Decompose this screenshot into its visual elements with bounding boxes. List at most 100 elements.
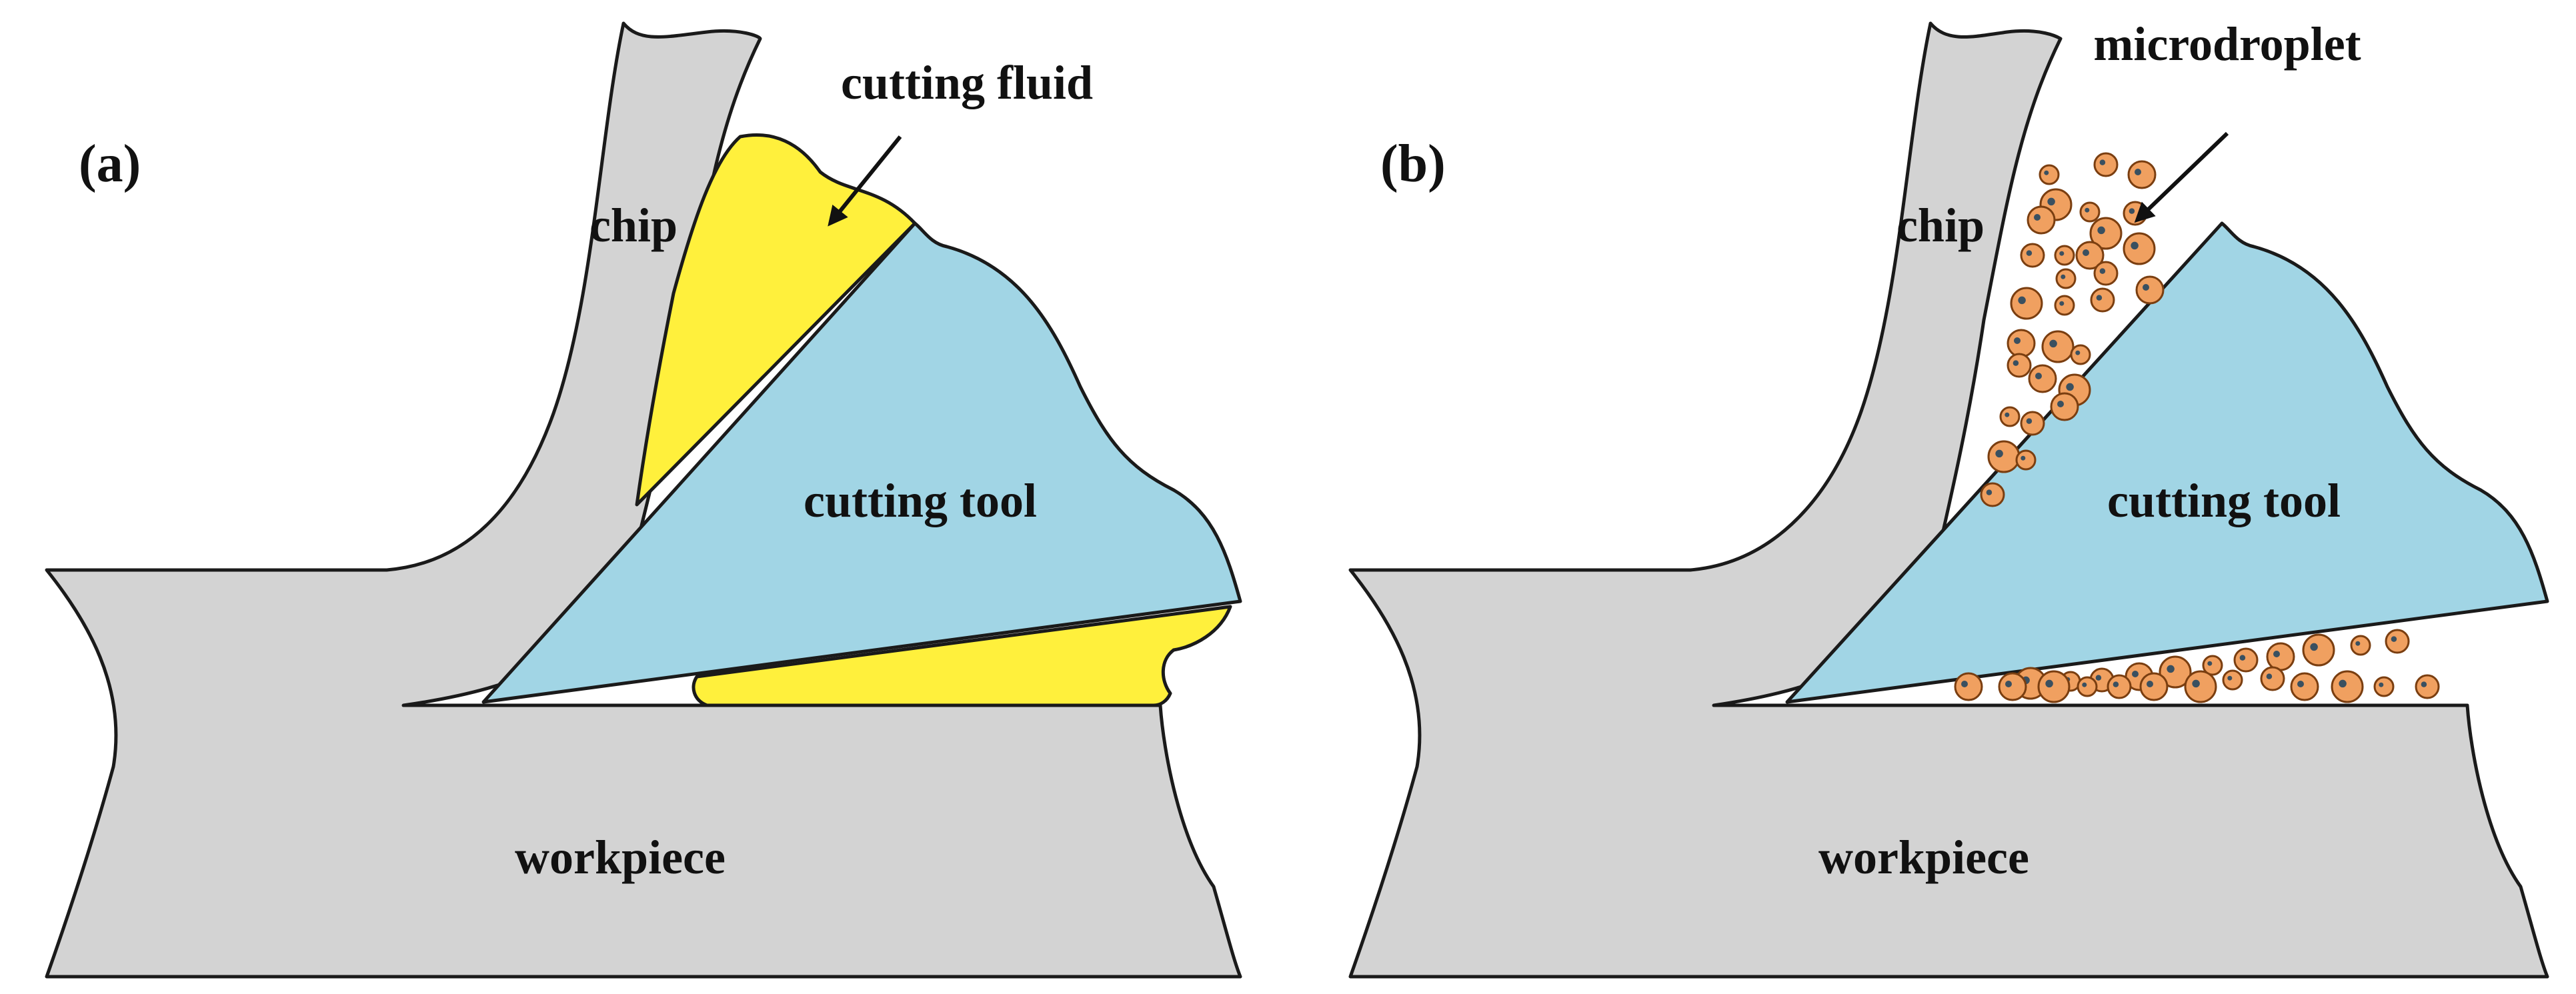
microdroplet bbox=[2037, 670, 2071, 703]
workpiece-and-chip-b bbox=[1348, 21, 2549, 979]
microdroplet bbox=[2093, 152, 2119, 177]
microdroplet-core bbox=[2135, 169, 2141, 175]
microdroplet-core bbox=[2099, 159, 2106, 165]
microdroplet bbox=[1954, 672, 1983, 701]
microdroplet-core bbox=[2143, 284, 2149, 291]
microdroplet-core bbox=[2021, 455, 2026, 461]
microdroplet-core bbox=[2035, 373, 2042, 379]
microdroplet-core bbox=[2421, 681, 2427, 687]
microdroplet bbox=[2007, 353, 2032, 378]
microdroplet-core bbox=[2239, 655, 2246, 661]
microdroplet-core bbox=[2075, 350, 2081, 355]
microdroplet-core bbox=[2096, 295, 2103, 301]
microdroplet bbox=[2415, 674, 2440, 699]
microdroplet bbox=[2123, 232, 2156, 265]
microdroplet-core bbox=[2082, 682, 2087, 687]
microdroplet-core bbox=[2310, 643, 2318, 651]
microdroplet-core bbox=[2085, 207, 2090, 213]
microdroplet bbox=[2184, 670, 2217, 703]
microdroplet bbox=[2070, 344, 2091, 365]
microdroplet-core bbox=[2049, 339, 2057, 348]
microdroplet bbox=[2331, 670, 2364, 703]
microdroplet-core bbox=[2047, 197, 2055, 206]
microdroplet bbox=[2028, 364, 2057, 393]
microdroplet bbox=[2007, 329, 2036, 358]
microdroplet bbox=[2050, 392, 2079, 421]
microdroplet bbox=[2089, 217, 2123, 250]
microdroplet bbox=[1999, 406, 2021, 427]
microdroplet bbox=[2260, 666, 2285, 691]
microdroplet-core bbox=[2099, 268, 2106, 274]
microdroplet-core bbox=[2018, 296, 2026, 305]
workpiece-label-a: workpiece bbox=[515, 831, 726, 884]
microdroplet-core bbox=[2167, 665, 2175, 673]
microdroplet bbox=[2027, 205, 2056, 235]
panel-a-conventional-cutting: (a) chip cutting tool workpiece cutting … bbox=[45, 21, 1242, 979]
microdroplet bbox=[2135, 275, 2165, 305]
microdroplet-core bbox=[2044, 170, 2049, 175]
microdroplet-core bbox=[1995, 449, 2003, 458]
microdroplet-core bbox=[2083, 249, 2089, 256]
microdroplet-core bbox=[2132, 671, 2139, 677]
chip-label-b: chip bbox=[1896, 199, 1985, 252]
cutting-tool-a bbox=[481, 221, 1242, 704]
microdroplet-core bbox=[2129, 208, 2135, 214]
microdroplet bbox=[2127, 160, 2157, 189]
cutting-fluid-upper bbox=[635, 133, 917, 507]
microdroplet bbox=[1998, 672, 2027, 701]
microdroplet-core bbox=[2147, 681, 2153, 687]
microdroplet-core bbox=[2097, 226, 2105, 235]
microdroplet bbox=[2290, 672, 2319, 701]
microdroplet bbox=[2010, 287, 2043, 320]
microdroplet-core bbox=[2059, 301, 2065, 306]
microdroplet-core bbox=[2297, 681, 2304, 687]
cutting-tool-b bbox=[1785, 221, 2549, 704]
microdroplet-core bbox=[2266, 673, 2273, 679]
cutting-tool-label-b: cutting tool bbox=[2107, 474, 2341, 527]
microdroplet bbox=[2039, 164, 2060, 185]
cutting-fluid-label: cutting fluid bbox=[841, 56, 1093, 109]
microdroplet-core bbox=[2005, 681, 2012, 687]
microdroplet bbox=[1987, 440, 2021, 473]
microdroplet-core bbox=[2066, 383, 2074, 391]
microdroplet-core bbox=[2057, 401, 2064, 407]
microdroplet-core bbox=[2045, 679, 2053, 688]
microdroplet-core bbox=[2026, 250, 2033, 256]
microdroplet-label: microdroplet bbox=[2093, 17, 2361, 71]
microdroplet bbox=[2020, 243, 2045, 268]
microdroplet bbox=[2041, 330, 2075, 363]
microdroplet-core bbox=[2005, 412, 2010, 417]
microdroplet-core bbox=[2014, 337, 2021, 344]
cutting-fluid-lower bbox=[692, 605, 1232, 707]
microdroplet bbox=[2233, 647, 2259, 673]
microdroplet bbox=[2373, 676, 2395, 697]
microdroplet-core bbox=[2339, 679, 2347, 688]
microdroplet-core bbox=[2379, 682, 2384, 687]
microdroplet-core bbox=[2227, 675, 2233, 681]
microdroplet bbox=[2266, 642, 2295, 671]
microdroplet bbox=[2020, 411, 2045, 436]
microdroplet-core bbox=[1986, 489, 1993, 495]
microdroplet bbox=[2159, 655, 2192, 689]
microdroplet bbox=[2107, 674, 2132, 699]
microdroplet bbox=[2077, 676, 2098, 697]
microdroplet-core bbox=[2026, 418, 2033, 424]
microdroplet bbox=[2385, 629, 2410, 654]
microdroplet-arrow bbox=[2134, 131, 2229, 223]
panel-label-a: (a) bbox=[79, 135, 141, 193]
workpiece-label-b: workpiece bbox=[1818, 831, 2029, 884]
microdroplet-core bbox=[2207, 661, 2213, 666]
microdroplet-core bbox=[2034, 214, 2041, 221]
microdroplet bbox=[2093, 261, 2119, 286]
microdroplet-core bbox=[2113, 681, 2119, 687]
cutting-fluid-arrow bbox=[828, 135, 902, 227]
microdroplet bbox=[2054, 295, 2075, 316]
chip-label-a: chip bbox=[589, 199, 678, 252]
panel-b-mql-cutting: (b) chip cutting tool workpiece microdro… bbox=[1348, 17, 2549, 979]
microdroplet bbox=[2222, 669, 2243, 691]
microdroplet-core bbox=[2059, 251, 2065, 256]
microdroplet bbox=[2090, 287, 2115, 313]
microdroplet-cloud bbox=[1954, 152, 2440, 703]
microdroplet bbox=[2015, 449, 2037, 471]
microdroplet bbox=[2139, 672, 2169, 701]
